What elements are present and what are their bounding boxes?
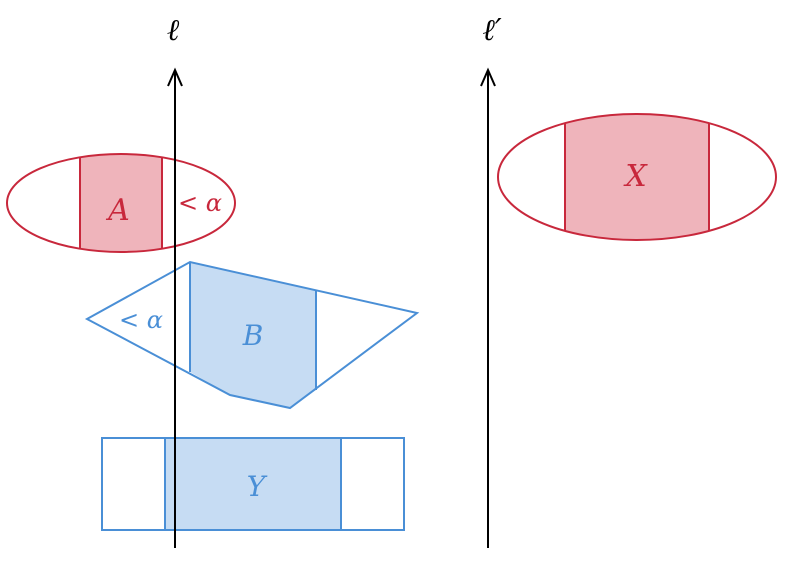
line-ell-prime: ℓ′	[480, 13, 502, 548]
region-a: A < α	[6, 153, 236, 253]
region-x-ellipse	[497, 113, 777, 241]
region-x-shaded-strip	[565, 114, 709, 240]
region-y-outline	[101, 437, 405, 531]
line-ell-prime-arrowhead	[480, 67, 496, 87]
line-ell: ℓ	[167, 13, 183, 548]
region-a-less-alpha-label: < α	[178, 189, 222, 217]
region-y: Y	[101, 437, 405, 531]
region-y-label: Y	[247, 470, 268, 503]
region-b-outline	[84, 260, 420, 410]
line-ell-arrowhead	[167, 67, 183, 87]
region-a-ellipse	[6, 153, 236, 253]
region-a-shaded-strip	[80, 154, 162, 252]
region-y-shaded-strip	[165, 438, 341, 530]
region-a-label: A	[105, 193, 130, 228]
region-x: X	[497, 113, 777, 241]
line-ell-prime-label: ℓ′	[482, 13, 501, 48]
region-b: B < α	[84, 260, 420, 410]
region-b-less-alpha-label: < α	[119, 306, 163, 334]
region-b-label: B	[242, 319, 264, 352]
line-ell-label: ℓ	[167, 13, 180, 48]
region-x-label: X	[623, 159, 648, 194]
region-b-shaded-strip	[190, 262, 316, 408]
